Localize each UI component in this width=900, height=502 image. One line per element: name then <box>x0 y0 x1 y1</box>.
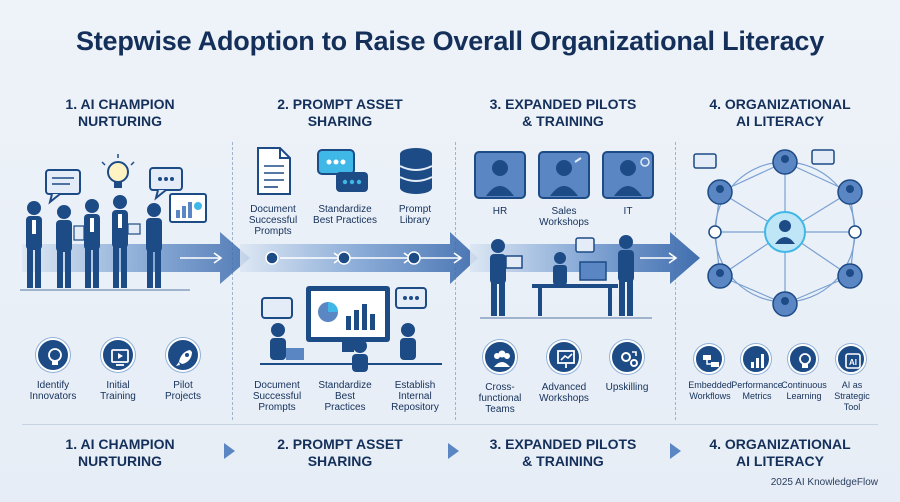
stage-1-icon-label: Pilot Projects <box>164 380 202 402</box>
footer-arrow-icon <box>448 443 459 459</box>
stage-2-heading: 2. PROMPT ASSET SHARING <box>277 96 403 129</box>
footer-arrow-icon <box>670 443 681 459</box>
stage-4-icon-label: Embedded Workflows <box>688 380 732 401</box>
footer-separator <box>22 424 878 425</box>
stage-2-top-label: Prompt Library <box>398 204 432 226</box>
champions-team-illustration <box>20 154 207 291</box>
stage-4-icon-label: Continuous Learning <box>781 380 827 401</box>
stage-3-icon-label: Cross- functional Teams <box>478 382 522 415</box>
stage-3-icon-label: Upskilling <box>605 382 649 393</box>
stage-divider <box>232 142 233 420</box>
upskilling-gears-icon <box>610 340 644 374</box>
footer-stage-1: 1. AI CHAMPION NURTURING <box>65 436 175 469</box>
metrics-chart-icon <box>741 344 771 374</box>
hr-avatar-icon <box>474 151 526 199</box>
stage-3-heading: 3. EXPANDED PILOTS & TRAINING <box>489 96 637 129</box>
stage-3-top-label: Sales Workshops <box>539 206 589 228</box>
video-training-icon <box>101 338 135 372</box>
stage-divider <box>675 142 676 420</box>
stage-1-icon-label: Initial Training <box>100 380 136 402</box>
svg-text:AI: AI <box>849 358 857 367</box>
presentation-icon <box>547 340 581 374</box>
lightbulb-icon <box>36 338 70 372</box>
rocket-icon <box>166 338 200 372</box>
stage-3-top-label: HR <box>492 206 508 217</box>
stage-2-icon-label: Standardize Best Practices <box>318 380 372 413</box>
stage-2-top-label: Document Successful Prompts <box>248 204 298 237</box>
workshop-illustration <box>480 235 652 319</box>
workflow-icon <box>694 344 724 374</box>
chat-bubbles-icon <box>317 149 368 192</box>
document-icon <box>257 147 291 195</box>
stage-1-icon-label: Identify Innovators <box>29 380 77 402</box>
team-dashboard-illustration <box>260 286 442 372</box>
stage-2-icon-label: Establish Internal Repository <box>391 380 439 413</box>
it-avatar-icon <box>602 151 654 199</box>
sales-avatar-icon <box>538 151 590 199</box>
stage-3-icon-label: Advanced Workshops <box>539 382 589 404</box>
team-icon <box>483 340 517 374</box>
stage-2-icon-label: Document Successful Prompts <box>252 380 302 413</box>
database-icon <box>399 148 433 194</box>
ai-chip-icon: AI <box>836 344 866 374</box>
stage-divider <box>455 142 456 420</box>
stage-4-icon-label: AI as Strategic Tool <box>834 380 870 412</box>
footer-stage-4: 4. ORGANIZATIONAL AI LITERACY <box>709 436 851 469</box>
stage-4-icon-label: Performance Metrics <box>731 380 783 401</box>
stage-4-heading: 4. ORGANIZATIONAL AI LITERACY <box>709 96 851 129</box>
stage-3-top-label: IT <box>623 206 633 217</box>
organization-network-illustration <box>693 149 863 317</box>
stage-2-top-label: Standardize Best Practices <box>313 204 377 226</box>
page-title: Stepwise Adoption to Raise Overall Organ… <box>75 26 825 56</box>
stage-1-heading: 1. AI CHAMPION NURTURING <box>65 96 175 129</box>
footer-arrow-icon <box>224 443 235 459</box>
footer-stage-3: 3. EXPANDED PILOTS & TRAINING <box>489 436 637 469</box>
learning-bulb-icon <box>788 344 818 374</box>
footer-stage-2: 2. PROMPT ASSET SHARING <box>277 436 403 469</box>
copyright-text: 2025 AI KnowledgeFlow <box>770 477 878 488</box>
